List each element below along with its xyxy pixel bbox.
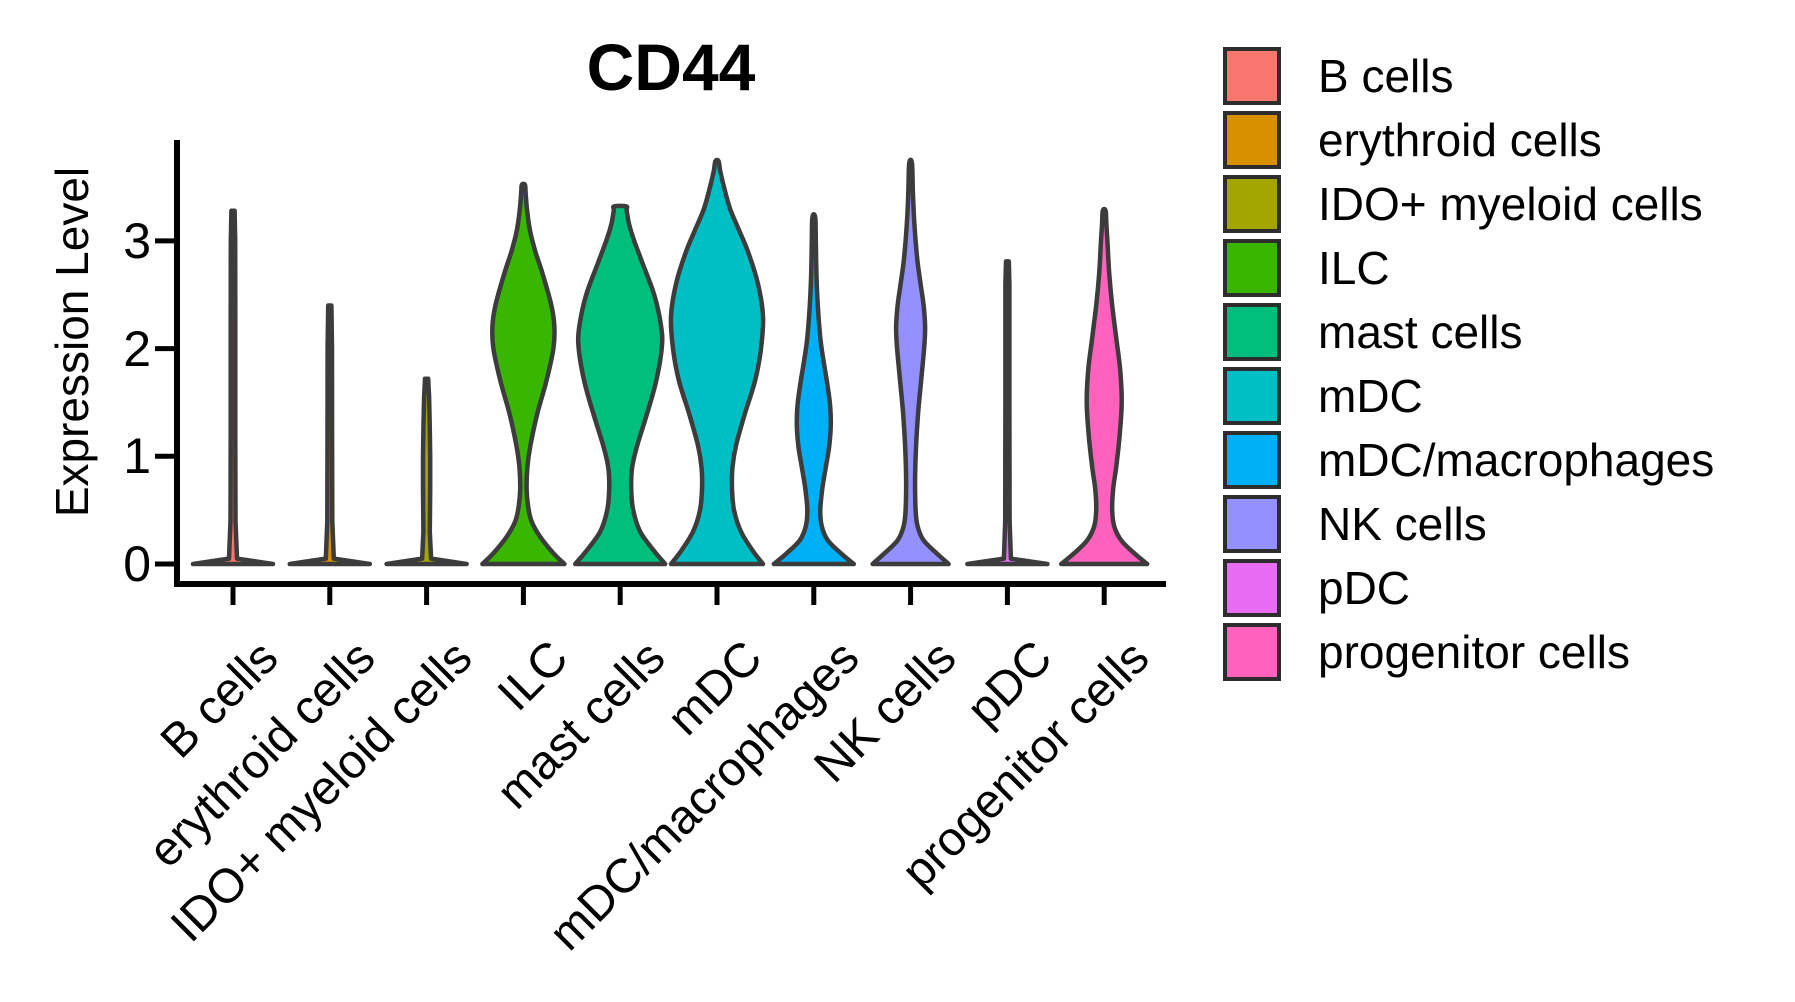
violin-ilc bbox=[480, 181, 567, 567]
violin-progenitor-cells bbox=[1058, 206, 1150, 567]
legend-swatch-mdc bbox=[1223, 367, 1281, 425]
legend-swatch-nk-cells bbox=[1223, 495, 1281, 553]
legend-swatch-erythroid-cells bbox=[1223, 111, 1281, 169]
legend-swatch-ido-myeloid-cells bbox=[1223, 175, 1281, 233]
y-tick-label-1: 1 bbox=[123, 428, 151, 485]
violin-mdc bbox=[668, 157, 766, 567]
legend-swatch-progenitor-cells bbox=[1223, 623, 1281, 681]
legend-label-pdc: pDC bbox=[1318, 562, 1411, 614]
violin-mdc-macrophages bbox=[771, 212, 857, 567]
chart-title: CD44 bbox=[586, 30, 756, 104]
legend-swatch-b-cells bbox=[1223, 47, 1281, 105]
legend-swatch-pdc bbox=[1223, 559, 1281, 617]
violin-erythroid-cells bbox=[287, 303, 373, 567]
legend-swatch-mdc-macrophages bbox=[1223, 431, 1281, 489]
legend-label-nk-cells: NK cells bbox=[1318, 498, 1487, 550]
y-tick-label-3: 3 bbox=[123, 212, 151, 269]
legend-swatch-mast-cells bbox=[1223, 303, 1281, 361]
legend-label-ido-myeloid-cells: IDO+ myeloid cells bbox=[1318, 178, 1703, 230]
violin-pdc bbox=[965, 259, 1050, 567]
legend-label-mdc-macrophages: mDC/macrophages bbox=[1318, 434, 1715, 486]
legend-label-mdc: mDC bbox=[1318, 370, 1423, 422]
legend-label-ilc: ILC bbox=[1318, 242, 1390, 294]
legend-label-erythroid-cells: erythroid cells bbox=[1318, 114, 1602, 166]
y-tick-label-2: 2 bbox=[123, 320, 151, 377]
violin-nk-cells bbox=[870, 157, 951, 567]
y-tick-label-0: 0 bbox=[123, 536, 151, 592]
violin-mast-cells bbox=[572, 203, 668, 567]
violin-b-cells bbox=[190, 208, 276, 567]
legend-swatch-ilc bbox=[1223, 239, 1281, 297]
legend-label-progenitor-cells: progenitor cells bbox=[1318, 626, 1630, 678]
violin-ido-myeloid-cells bbox=[384, 376, 469, 567]
legend-label-b-cells: B cells bbox=[1318, 50, 1454, 102]
legend-label-mast-cells: mast cells bbox=[1318, 306, 1523, 358]
